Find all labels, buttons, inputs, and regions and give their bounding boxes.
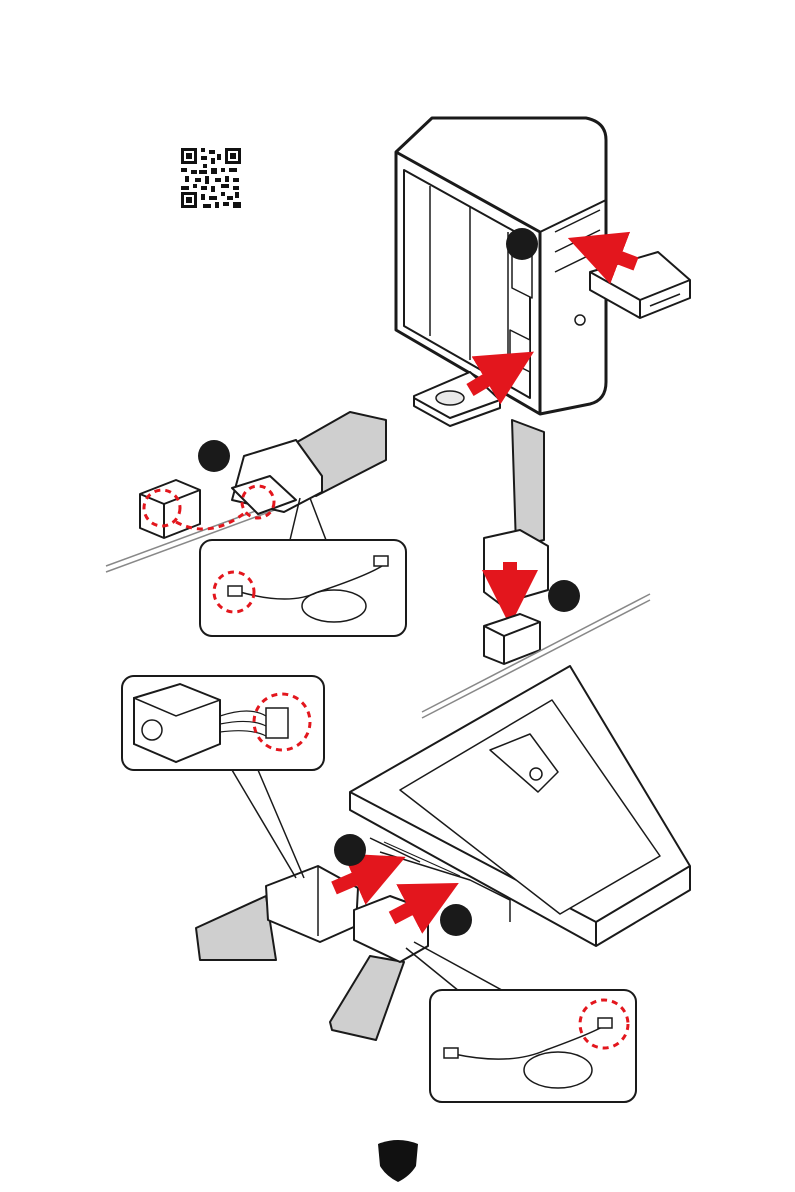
shield-icon: [378, 1140, 418, 1182]
callout-sata-cable: [200, 498, 406, 636]
sata-cable-left: [232, 412, 386, 514]
step-badge-5: [440, 904, 472, 936]
step-badge-3: [548, 580, 580, 612]
step-badge-1: [506, 228, 538, 260]
arrow-power-insert: [334, 868, 380, 888]
step-badge-4: [334, 834, 366, 866]
motherboard-sata-port-left: [140, 480, 200, 538]
motherboard-sata-port-right: [484, 614, 540, 664]
qr-code-icon[interactable]: [181, 148, 241, 208]
step-badge-2: [198, 440, 230, 472]
sata-power-cable: [196, 866, 358, 960]
callout-sata-cable-bottom: [406, 942, 636, 1102]
callout-psu: [122, 676, 324, 878]
